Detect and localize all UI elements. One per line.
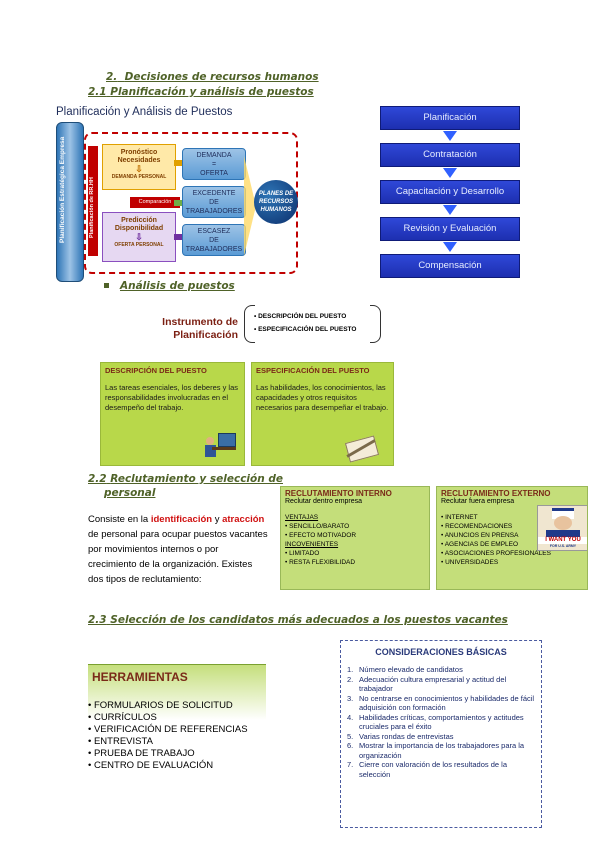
planes-rrhh-circle: PLANES DE RECURSOS HUMANOS xyxy=(254,180,298,224)
consideracion-item: 1.Número elevado de candidatos xyxy=(347,665,463,674)
down-arrow-icon: ⇩ xyxy=(135,232,143,242)
diagram-title: Planificación y Análisis de Puestos xyxy=(56,106,233,118)
herramientas-title: HERRAMIENTAS xyxy=(92,670,188,684)
arrow-connector xyxy=(174,200,182,206)
left-brace xyxy=(244,305,255,343)
herramientas-list: • FORMULARIOS DE SOLICITUD • CURRÍCULOS … xyxy=(88,700,248,772)
down-arrow-icon xyxy=(443,242,457,252)
heading-2-1: 2.1 Planificación y análisis de puestos xyxy=(88,86,314,98)
reclutamiento-externo-card: RECLUTAMIENTO EXTERNO Reclutar fuera emp… xyxy=(436,486,588,590)
planificacion-diagram: Planificación y Análisis de Puestos Plan… xyxy=(50,104,302,282)
document-pen-icon xyxy=(341,433,381,463)
pronostico-box: Pronóstico Necesidades ⇩ DEMANDA PERSONA… xyxy=(102,144,176,190)
herramienta-item: • CENTRO DE EVALUACIÓN xyxy=(88,760,214,771)
herramienta-item: • ENTREVISTA xyxy=(88,736,153,747)
bullet-icon xyxy=(104,283,109,288)
arrow-connector xyxy=(174,234,182,240)
herramienta-item: • CURRÍCULOS xyxy=(88,712,157,723)
escasez-box: ESCASEZ DE TRABAJADORES xyxy=(182,224,246,256)
down-arrow-icon xyxy=(443,205,457,215)
consideraciones-title: CONSIDERACIONES BÁSICAS xyxy=(375,647,507,657)
heading-2-2-cont: personal xyxy=(104,487,156,499)
consideraciones-list: 1.Número elevado de candidatos 2.Adecuac… xyxy=(341,665,541,779)
consideracion-item: 3.No centrarse en conocimientos y habili… xyxy=(347,693,535,713)
herramienta-item: • FORMULARIOS DE SOLICITUD xyxy=(88,700,233,711)
excedente-box: EXCEDENTE DE TRABAJADORES xyxy=(182,186,246,218)
consideracion-item: 5.Varias rondas de entrevistas xyxy=(347,731,454,741)
heading-2-2: 2.2 Reclutamiento y selección de xyxy=(88,473,283,485)
uncle-sam-poster: I WANT YOU FOR U.S. ARMY xyxy=(537,505,587,551)
down-arrow-icon: ⇩ xyxy=(135,164,143,174)
instrumento-label: Instrumento de Planificación xyxy=(162,316,238,341)
down-arrow-icon xyxy=(443,168,457,178)
consideracion-item: 2.Adecuación cultura empresarial y actit… xyxy=(347,674,507,694)
consideraciones-box: CONSIDERACIONES BÁSICAS 1.Número elevado… xyxy=(340,640,542,828)
especificacion-card: ESPECIFICACIÓN DEL PUESTO Las habilidade… xyxy=(251,362,394,466)
reclutamiento-interno-card: RECLUTAMIENTO INTERNO Reclutar dentro em… xyxy=(280,486,430,590)
descripcion-card: DESCRIPCIÓN DEL PUESTO Las tareas esenci… xyxy=(100,362,245,466)
instrumento-item: • ESPECIFICACIÓN DEL PUESTO xyxy=(254,326,357,333)
consideracion-item: 7.Cierre con valoración de los resultado… xyxy=(347,760,507,779)
arrow-connector xyxy=(174,160,182,166)
card-body: Las tareas esenciales, los deberes y las… xyxy=(105,383,238,412)
flow-step-contratacion: Contratación xyxy=(380,143,520,167)
instrumento-item: • DESCRIPCIÓN DEL PUESTO xyxy=(254,313,347,320)
analisis-heading: Análisis de puestos xyxy=(120,280,235,292)
flow-step-compensacion: Compensación xyxy=(380,254,520,278)
comparacion-arrow: Comparación xyxy=(130,197,180,208)
card-body: Las habilidades, los conocimientos, las … xyxy=(256,383,389,412)
consideracion-item: 4.Habilidades críticas, comportamientos … xyxy=(347,712,524,732)
herramienta-item: • VERIFICACIÓN DE REFERENCIAS xyxy=(88,724,248,735)
chevron-right-icon xyxy=(244,156,256,256)
right-brace xyxy=(370,305,381,343)
rrhh-bar: Planificación de RR.HH xyxy=(88,146,98,256)
prediccion-box: Predicción Disponibilidad ⇩ OFERTA PERSO… xyxy=(102,212,176,262)
computer-user-icon xyxy=(204,431,238,461)
herramientas-band xyxy=(88,664,266,720)
reclutamiento-paragraph: Consiste en la identificación y atracció… xyxy=(88,514,268,585)
heading-2-3: 2.3 Selección de los candidatos más adec… xyxy=(88,614,508,626)
down-arrow-icon xyxy=(443,131,457,141)
heading-2: 2. Decisiones de recursos humanos xyxy=(106,71,319,83)
demanda-oferta-box: DEMANDA = OFERTA xyxy=(182,148,246,180)
rrhh-process-flow: Planificación Contratación Capacitación … xyxy=(380,106,520,278)
estrategia-bar: Planificación Estratégica Empresa xyxy=(56,122,84,282)
flow-step-planificacion: Planificación xyxy=(380,106,520,130)
consideracion-item: 6.Mostrar la importancia de los trabajad… xyxy=(347,741,525,760)
card-title: DESCRIPCIÓN DEL PUESTO xyxy=(105,366,207,375)
flow-step-revision: Revisión y Evaluación xyxy=(380,217,520,241)
herramientas-rule xyxy=(88,664,266,665)
flow-step-capacitacion: Capacitación y Desarrollo xyxy=(380,180,520,204)
herramienta-item: • PRUEBA DE TRABAJO xyxy=(88,748,195,759)
card-title: ESPECIFICACIÓN DEL PUESTO xyxy=(256,366,370,375)
